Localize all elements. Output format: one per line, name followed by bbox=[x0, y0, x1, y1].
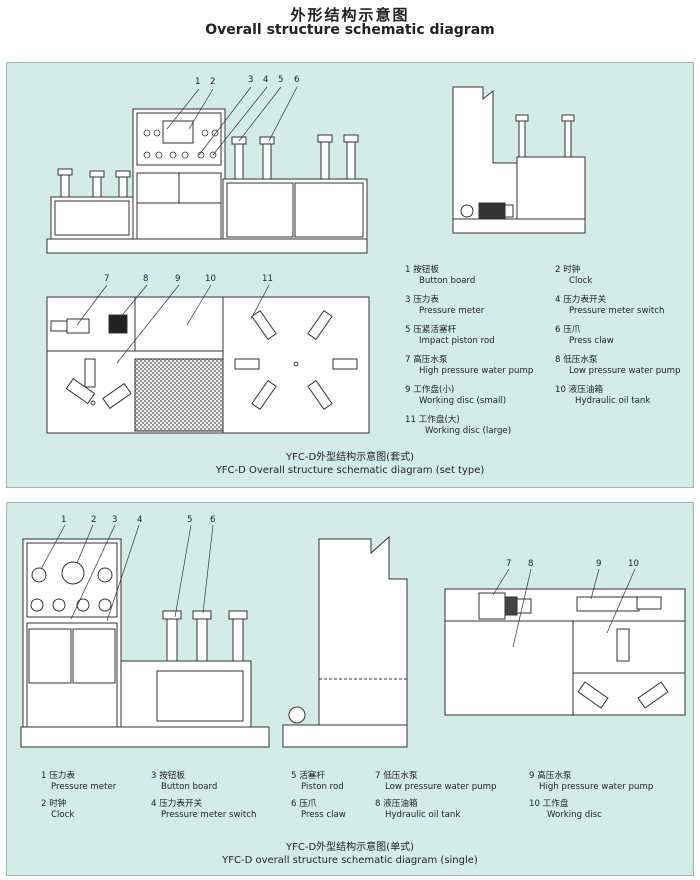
single-drawing bbox=[20, 524, 686, 748]
caption-zh: YFC-D外型结构示意图(套式) bbox=[286, 452, 414, 463]
callout-4: 4 bbox=[263, 75, 269, 85]
single-callout-9: 9 bbox=[596, 559, 602, 569]
single-callout-3: 3 bbox=[112, 515, 118, 525]
single-callout-10: 10 bbox=[628, 559, 639, 569]
legend-item: 11 工作盘(大)Working disc (large) bbox=[405, 415, 512, 436]
single-callout-6: 6 bbox=[210, 515, 216, 525]
callout-1: 1 bbox=[195, 77, 201, 87]
callout-2: 2 bbox=[210, 77, 216, 87]
settype-drawing bbox=[46, 86, 586, 434]
settype-side-view bbox=[452, 86, 586, 234]
callout-5: 5 bbox=[278, 75, 284, 85]
single-callout-4: 4 bbox=[137, 515, 143, 525]
settype-leader-lines bbox=[76, 86, 298, 364]
title-en: Overall structure schematic diagram bbox=[205, 22, 495, 38]
callout-3: 3 bbox=[248, 75, 254, 85]
header: 外形结构示意图 Overall structure schematic diag… bbox=[0, 0, 700, 48]
caption-zh: YFC-D外型结构示意图(单式) bbox=[286, 842, 414, 853]
single-leader-lines bbox=[40, 524, 636, 648]
single-caption: YFC-D外型结构示意图(单式) YFC-D overall structure… bbox=[7, 841, 693, 867]
settype-front-view bbox=[46, 108, 368, 254]
single-callout-8: 8 bbox=[528, 559, 534, 569]
callout-7: 7 bbox=[104, 274, 110, 284]
callout-8: 8 bbox=[143, 274, 149, 284]
callout-11: 11 bbox=[262, 274, 273, 284]
single-callout-7: 7 bbox=[506, 559, 512, 569]
callout-10: 10 bbox=[205, 274, 216, 284]
settype-plan-view bbox=[46, 296, 370, 434]
callout-9: 9 bbox=[175, 274, 181, 284]
settype-caption: YFC-D外型结构示意图(套式) YFC-D Overall structure… bbox=[7, 451, 693, 477]
single-callout-5: 5 bbox=[187, 515, 193, 525]
caption-en: YFC-D overall structure schematic diagra… bbox=[222, 855, 478, 866]
single-front-view bbox=[20, 538, 270, 748]
legend-item: 9 工作盘(小)Working disc (small) bbox=[405, 385, 507, 406]
single-side-view bbox=[282, 535, 408, 748]
single-callout-2: 2 bbox=[91, 515, 97, 525]
caption-en: YFC-D Overall structure schematic diagra… bbox=[215, 465, 485, 476]
title-zh: 外形结构示意图 bbox=[290, 6, 410, 24]
single-callout-1: 1 bbox=[61, 515, 67, 525]
single-plan-view bbox=[444, 588, 686, 716]
callout-6: 6 bbox=[294, 75, 300, 85]
